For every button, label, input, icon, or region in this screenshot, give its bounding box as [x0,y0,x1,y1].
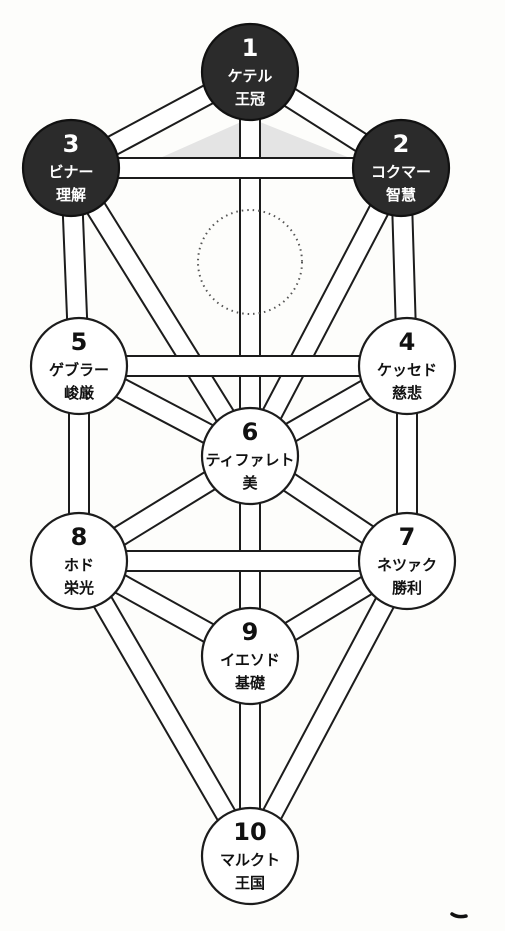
sephira-1-number: 1 [242,34,259,62]
sephira-1-meaning: 王冠 [235,90,265,108]
path-2-3 [70,157,402,179]
stray-mark [450,912,468,919]
sephira-4-circle [357,316,457,416]
sephira-2-name: コクマー [371,163,431,181]
sephira-2-meaning: 智慧 [386,186,416,204]
sephira-9-name: イエソド [220,651,280,669]
sephira-2-number: 2 [393,130,410,158]
sephira-5-circle [29,316,129,416]
sephira-4-name: ケッセド [377,361,437,379]
sephira-9-number: 9 [242,618,259,646]
sephira-10-number: 10 [233,818,266,846]
sephira-7-name: ネツァク [377,556,437,574]
sephira-3-number: 3 [63,130,80,158]
sephira-10-meaning: 王国 [235,874,265,892]
daath-dotted-circle [197,209,303,315]
sephira-5-meaning: 峻厳 [64,384,95,402]
sephira-9-meaning: 基礎 [234,674,266,692]
sephira-3-circle [21,118,121,218]
sephira-7-meaning: 勝利 [392,579,422,597]
sephira-1-circle [200,22,300,122]
sephira-7-number: 7 [399,523,416,551]
path-1-6 [239,71,261,457]
sephira-8-circle [29,511,129,611]
sephira-3-name: ビナー [48,163,93,181]
sephira-8-number: 8 [71,523,88,551]
sephira-10-name: マルクト [220,851,280,869]
sephira-6-circle [200,406,300,506]
sephira-4-number: 4 [399,328,416,356]
sephira-6-number: 6 [242,418,259,446]
sephira-8-meaning: 栄光 [63,579,94,597]
sephira-7-circle [357,511,457,611]
sephira-4-meaning: 慈悲 [392,384,422,402]
path-4-5 [78,355,408,377]
sephira-5-number: 5 [71,328,88,356]
sephira-6-meaning: 美 [242,474,258,492]
sephira-2-circle [351,118,451,218]
sephira-9-circle [200,606,300,706]
sephira-6-name: ティファレト [205,451,294,469]
sephira-10-circle [200,806,300,906]
sephira-1-name: ケテル [228,67,273,85]
path-7-8 [78,550,408,572]
sephira-8-name: ホド [64,556,94,574]
sephira-5-name: ゲブラー [49,361,109,379]
sephira-3-meaning: 理解 [56,186,86,204]
